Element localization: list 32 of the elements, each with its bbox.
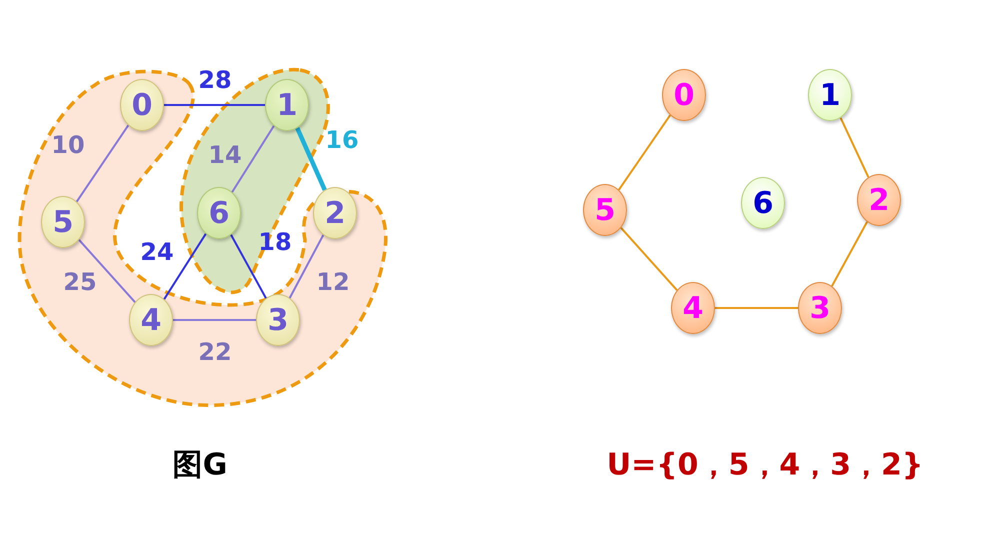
edge-label: 16 bbox=[325, 126, 359, 154]
edge-line bbox=[163, 233, 207, 300]
caption: 图G bbox=[172, 446, 228, 484]
vertex-circle: 0 bbox=[662, 69, 706, 121]
edge-label: 24 bbox=[140, 238, 174, 266]
edge-line bbox=[164, 104, 265, 106]
edge-line bbox=[831, 221, 868, 287]
edge-line bbox=[295, 127, 327, 191]
edge-line bbox=[231, 125, 275, 193]
edge-line bbox=[288, 234, 324, 298]
vertex-circle: 4 bbox=[671, 282, 715, 334]
edge-label: 28 bbox=[198, 66, 232, 94]
edge-label: 10 bbox=[51, 131, 85, 159]
edge-label: 25 bbox=[63, 268, 97, 296]
edge-line bbox=[78, 239, 136, 303]
edge-label: 12 bbox=[316, 268, 350, 296]
edge-label: 22 bbox=[198, 338, 232, 366]
edge-line bbox=[840, 117, 870, 178]
vertex-circle: 2 bbox=[857, 174, 901, 226]
edge-line bbox=[76, 124, 130, 202]
edge-line bbox=[715, 307, 798, 309]
edge-label: 18 bbox=[258, 228, 292, 256]
vertex-circle: 1 bbox=[808, 69, 852, 121]
caption: U={0，5，4，3，2} bbox=[606, 446, 924, 484]
edge-line bbox=[620, 227, 678, 291]
edge-line bbox=[230, 234, 267, 299]
vertex-circle: 6 bbox=[741, 177, 785, 229]
vertex-circle: 3 bbox=[798, 282, 842, 334]
edge-label: 14 bbox=[208, 141, 242, 169]
edge-line bbox=[173, 319, 256, 321]
edge-line bbox=[618, 114, 671, 190]
vertex-circle: 5 bbox=[583, 184, 627, 236]
